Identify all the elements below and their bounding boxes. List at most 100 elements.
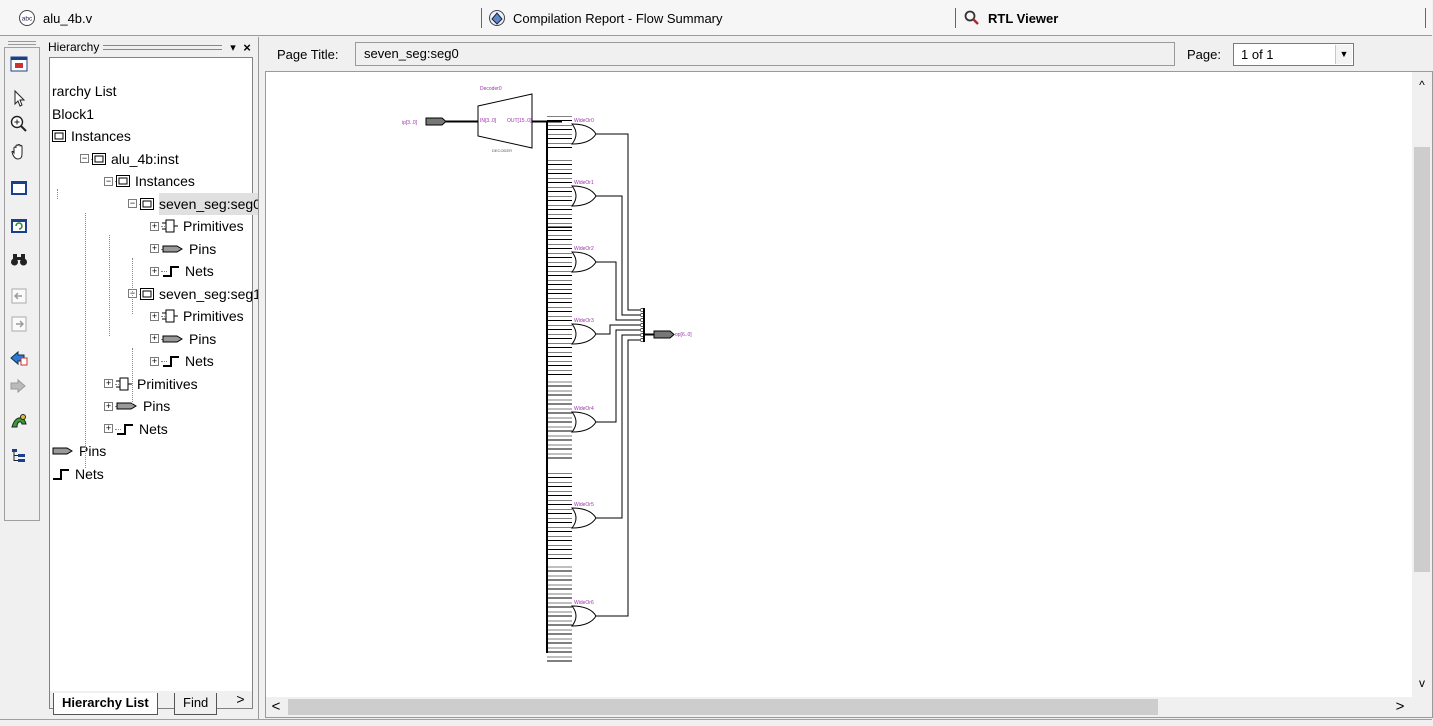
expand-icon[interactable]: + xyxy=(150,355,159,366)
go-up-button[interactable] xyxy=(7,346,31,370)
wide-or-network: WideOr0WideOr1WideOr2WideOr3WideOr4WideO… xyxy=(546,116,645,662)
tree-item[interactable]: − alu_4b:inst xyxy=(80,148,179,170)
net-icon xyxy=(162,355,180,367)
expand-icon[interactable]: + xyxy=(150,310,159,321)
tab-rtl-viewer[interactable]: RTL Viewer xyxy=(963,0,1058,36)
tree-item-label: alu_4b:inst xyxy=(111,150,179,167)
fit-page-button[interactable] xyxy=(7,52,31,76)
expand-icon[interactable]: + xyxy=(150,333,159,343)
tree-item[interactable]: +Nets xyxy=(104,418,168,440)
tree-item[interactable]: rarchy List xyxy=(52,80,117,102)
tree-item-label: Nets xyxy=(185,353,214,369)
expand-icon[interactable]: + xyxy=(150,220,159,231)
expand-icon[interactable]: + xyxy=(104,400,113,411)
expand-icon[interactable]: + xyxy=(104,423,113,433)
collapse-icon[interactable]: − xyxy=(104,175,113,186)
tree-item[interactable]: + Pins xyxy=(150,328,216,350)
gate-output-wire xyxy=(596,334,640,519)
fit-window-button[interactable] xyxy=(7,176,31,200)
expand-icon[interactable]: + xyxy=(150,243,159,253)
scroll-down-icon[interactable]: v xyxy=(1419,676,1425,690)
back-button[interactable] xyxy=(7,284,31,308)
tree-item[interactable]: −Instances xyxy=(104,170,195,192)
tree-item[interactable]: Instances xyxy=(52,125,131,147)
tab-hierarchy-list[interactable]: Hierarchy List xyxy=(53,693,158,715)
toolbar-grip[interactable] xyxy=(8,41,36,45)
go-down-button[interactable] xyxy=(7,374,31,398)
report-icon xyxy=(489,10,505,26)
find-button[interactable] xyxy=(7,248,31,272)
panel-grip[interactable] xyxy=(103,44,222,50)
or-gate xyxy=(570,411,597,433)
page-select[interactable]: 1 of 1 ▼ xyxy=(1233,43,1354,66)
tab-alu-4b-v[interactable]: abc alu_4b.v xyxy=(18,0,92,36)
tab-separator xyxy=(481,8,482,28)
panel-menu-icon[interactable]: ▾ xyxy=(230,41,236,54)
scroll-right-icon[interactable]: > xyxy=(1395,698,1405,715)
tree-item[interactable]: +Pins xyxy=(104,395,170,417)
output-pin[interactable] xyxy=(653,330,675,339)
tab-find[interactable]: Find xyxy=(174,693,218,715)
or-gate xyxy=(570,323,597,345)
netlist-navigator-button[interactable] xyxy=(7,410,31,434)
gate-label: WideOr3 xyxy=(574,318,594,324)
hierarchy-icon xyxy=(12,449,25,462)
select-pointer-button[interactable] xyxy=(7,86,31,110)
tree-guide-line xyxy=(132,348,133,404)
gate-output-wire xyxy=(596,195,640,316)
chevron-down-icon[interactable]: ▼ xyxy=(1335,45,1352,64)
collapse-icon[interactable]: − xyxy=(128,198,137,208)
forward-button[interactable] xyxy=(7,312,31,336)
tree-connector xyxy=(115,428,121,430)
page-select-value: 1 of 1 xyxy=(1241,47,1274,62)
scroll-left-icon[interactable]: < xyxy=(271,698,281,715)
instance-icon xyxy=(140,197,154,210)
rtl-viewer-pane: Page Title: seven_seg:seg0 Page: 1 of 1 … xyxy=(258,37,1433,726)
decoder-block[interactable] xyxy=(477,93,533,149)
tab-label: RTL Viewer xyxy=(988,10,1059,26)
tree-item[interactable]: Nets xyxy=(52,463,104,485)
tree-item[interactable]: +Primitives xyxy=(150,215,244,237)
tree-item[interactable]: +Primitives xyxy=(150,305,244,327)
tree-item[interactable]: +Primitives xyxy=(104,373,198,395)
canvas-horizontal-scrollbar[interactable]: < > xyxy=(266,697,1414,717)
gate-label: WideOr1 xyxy=(574,180,594,186)
refresh-button[interactable] xyxy=(7,214,31,238)
scroll-up-icon[interactable]: ^ xyxy=(1419,78,1425,92)
zoom-button[interactable] xyxy=(7,112,31,136)
tree-item[interactable]: Pins xyxy=(52,440,106,462)
collapse-icon[interactable]: − xyxy=(80,153,89,163)
tree-item[interactable]: −seven_seg:seg0 xyxy=(128,192,261,215)
gate-output-wire xyxy=(596,324,640,335)
tree-item[interactable]: Block1 xyxy=(52,103,94,125)
input-pin[interactable] xyxy=(425,117,447,126)
tree-item[interactable]: +Pins xyxy=(150,238,216,260)
schematic-canvas[interactable]: ip[3..0] Decoder0 IN[3..0] OUT[15..0] DE… xyxy=(265,71,1433,718)
tree-item[interactable]: +Nets xyxy=(150,260,214,282)
tab-separator xyxy=(1425,8,1426,28)
hierarchy-button[interactable] xyxy=(7,444,31,468)
scroll-right-icon[interactable]: > xyxy=(236,691,245,707)
horizontal-scroll-thumb[interactable] xyxy=(288,699,1158,715)
schematic-diagram[interactable]: ip[3..0] Decoder0 IN[3..0] OUT[15..0] DE… xyxy=(266,72,1414,699)
tree-item[interactable]: + Nets xyxy=(150,350,214,372)
tree-item[interactable]: −seven_seg:seg1 xyxy=(128,283,261,305)
instance-icon xyxy=(140,287,154,300)
expand-icon[interactable]: + xyxy=(150,265,159,276)
primitive-icon xyxy=(162,309,178,323)
tab-label: Compilation Report - Flow Summary xyxy=(513,10,723,26)
pin-icon xyxy=(52,446,74,456)
hand-pan-button[interactable] xyxy=(7,140,31,164)
tree-item-label: Pins xyxy=(189,330,217,347)
tree-item-label: seven_seg:seg1 xyxy=(159,285,261,302)
gate-label: WideOr2 xyxy=(574,246,594,252)
expand-icon[interactable]: + xyxy=(104,378,113,388)
vertical-scroll-thumb[interactable] xyxy=(1414,147,1430,572)
instance-icon xyxy=(116,175,130,187)
tab-compilation-report[interactable]: Compilation Report - Flow Summary xyxy=(488,0,723,36)
canvas-vertical-scrollbar[interactable]: ^ v xyxy=(1412,72,1432,699)
close-icon[interactable]: × xyxy=(243,39,251,55)
